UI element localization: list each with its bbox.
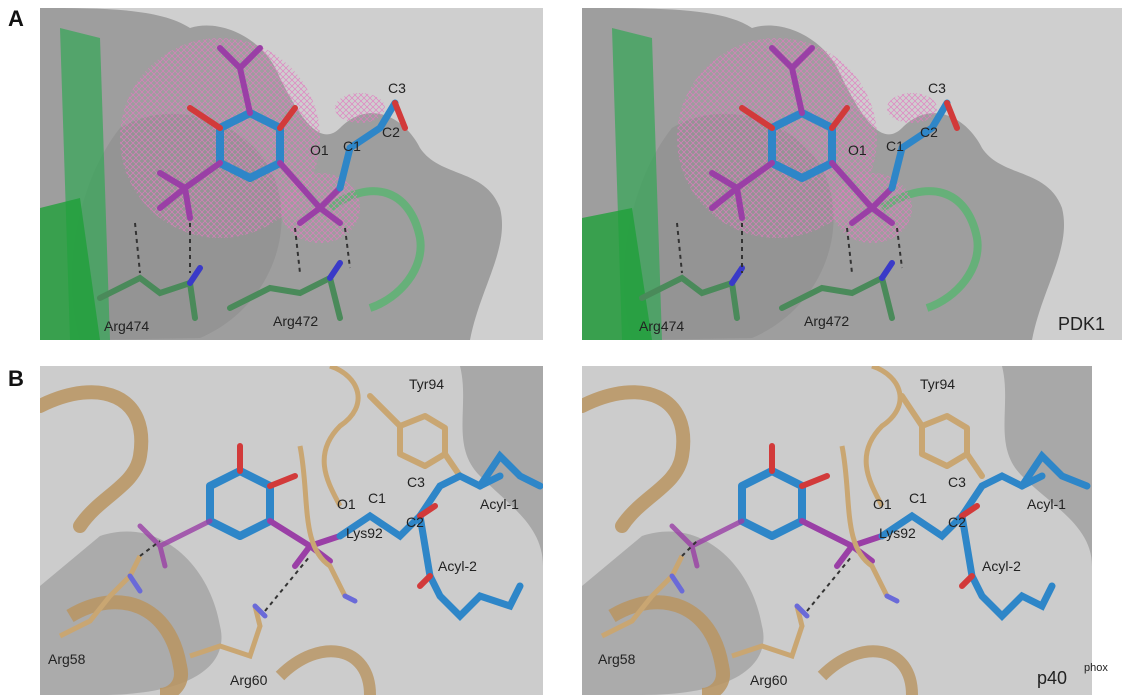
label-acyl2: Acyl-2 [438,558,477,574]
acyl-chain-1 [476,450,543,490]
guanidinium-n [729,260,895,286]
phosphate [799,518,885,569]
oxygen-bonds [739,100,960,131]
label-c2: C2 [948,514,966,530]
label-o1: O1 [310,142,329,158]
protein-surface [40,8,543,340]
label-c1: C1 [343,138,361,154]
phosphate [829,160,895,226]
label-c3: C3 [948,474,966,490]
label-arg58: Arg58 [598,651,636,667]
label-arg472: Arg472 [804,313,850,329]
density-mesh [887,93,937,123]
p40-ribbon [40,385,149,533]
panel-b-right-image: Tyr94 C3 C1 O1 C2 Lys92 Acyl-1 Acyl-2 Ar… [582,366,1122,695]
oxygen-bonds [237,443,438,589]
pdk1-loop [879,187,982,312]
label-acyl1: Acyl-1 [480,496,519,512]
label-arg474: Arg474 [639,318,685,334]
label-c3: C3 [388,80,406,96]
label-arg60: Arg60 [230,672,268,688]
label-c1: C1 [368,490,386,506]
lysine-92 [839,445,890,598]
arginine-60 [731,605,805,660]
glycerol-chain [878,472,1046,541]
phosphate [669,518,745,569]
label-c1: C1 [886,138,904,154]
label-o1: O1 [848,142,867,158]
phosphate [277,160,343,226]
tyrosine-94-chain [899,393,985,479]
density-mesh [335,93,385,123]
hydrogen-bonds [139,540,311,612]
protein-surface [582,8,1122,340]
glycerol-chain [336,472,504,541]
tyrosine-94-chain [367,393,463,479]
phosphate [217,45,263,116]
density-mesh [677,38,877,238]
label-acyl1: Acyl-1 [1027,496,1066,512]
label-arg60: Arg60 [750,672,788,688]
guanidinium-n [127,573,358,619]
phosphate [769,45,815,116]
label-c2: C2 [920,124,938,140]
glycerol-chain [336,99,399,192]
label-o1: O1 [337,496,356,512]
protein-name-superscript: phox [1084,662,1108,674]
glycerol-chain [888,99,951,192]
pdk1-loop [327,187,425,312]
arginine-472 [779,275,895,321]
p40-loop [321,366,361,508]
p40-loop [863,366,903,508]
phosphate [157,160,223,221]
label-arg474: Arg474 [104,318,150,334]
hydrogen-bonds [681,540,853,612]
hydrogen-bonds [134,222,351,274]
page-background [1092,366,1122,695]
label-c2: C2 [406,514,424,530]
panel-a-right-image: C3 C2 C1 O1 Arg474 Arg472 PDK1 [582,8,1122,340]
arginine-60 [189,605,263,660]
label-lys92: Lys92 [879,525,916,541]
label-o1: O1 [873,496,892,512]
label-c1: C1 [909,490,927,506]
label-tyr94: Tyr94 [409,376,445,392]
label-acyl2: Acyl-2 [982,558,1021,574]
arginine-474 [97,274,198,321]
label-c3: C3 [928,80,946,96]
acyl-chain-1 [1018,450,1091,490]
label-c2: C2 [382,124,400,140]
p40-ribbon [582,385,691,533]
guanidinium-n [187,260,343,286]
p40-ribbon [275,645,376,695]
arginine-474 [639,274,740,321]
p40-ribbon [817,645,918,695]
panel-a-left-image: C3 C2 C1 O1 Arg474 Arg472 [40,8,543,340]
panel-letter-a: A [8,6,24,31]
arginine-472 [227,275,343,321]
label-c3: C3 [407,474,425,490]
label-tyr94: Tyr94 [920,376,956,392]
label-arg472: Arg472 [273,313,319,329]
pdk1-ribbon-strand [40,198,100,340]
oxygen-bonds [769,443,980,589]
protein-name-p40: p40 [1037,668,1068,688]
arginine-58 [58,554,143,639]
phosphate [709,160,775,221]
guanidinium-n [669,573,900,619]
pdk1-ribbon-strand [582,208,652,340]
arginine-58 [600,554,685,639]
label-arg58: Arg58 [48,651,86,667]
panel-letter-b: B [8,366,24,391]
panel-b-left-image: Tyr94 C3 C1 O1 C2 Lys92 Acyl-1 Acyl-2 Ar… [40,366,543,695]
phosphate [137,518,213,569]
hydrogen-bonds [676,222,903,274]
phosphate [267,518,343,569]
lysine-92 [297,445,348,598]
oxygen-bonds [187,100,408,131]
label-lys92: Lys92 [346,525,383,541]
protein-name-pdk1: PDK1 [1058,314,1106,334]
